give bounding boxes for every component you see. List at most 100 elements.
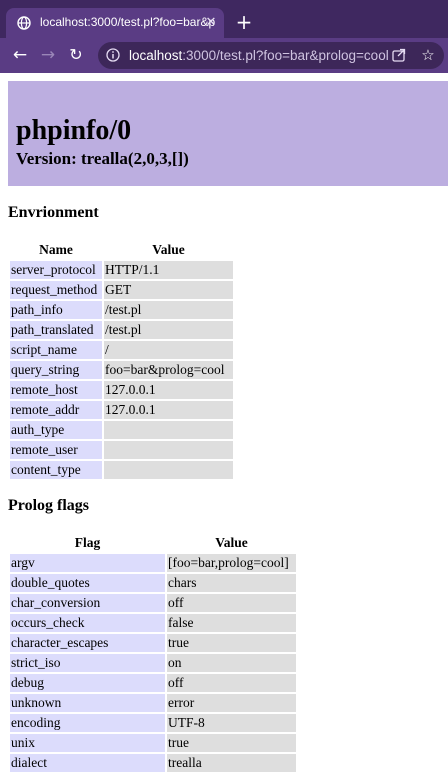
- row-value: chars: [167, 574, 296, 592]
- column-header-flag: Flag: [74, 534, 101, 550]
- tab-title: localhost:3000/test.pl?foo=bar&p: [40, 15, 216, 29]
- row-value: error: [167, 694, 296, 712]
- toolbar: ← → ↻ localhost:3000/test.pl?foo=bar&pro…: [0, 38, 448, 73]
- row-value: /test.pl: [104, 301, 233, 319]
- row-value: off: [167, 594, 296, 612]
- row-value: HTTP/1.1: [104, 261, 233, 279]
- tab-strip: localhost:3000/test.pl?foo=bar&p ✕ +: [0, 0, 448, 38]
- globe-icon: [17, 16, 31, 30]
- row-key: server_protocol: [10, 261, 102, 279]
- row-value: 127.0.0.1: [104, 381, 233, 399]
- row-key: unknown: [10, 694, 165, 712]
- table-row: auth_type: [10, 421, 233, 439]
- info-icon[interactable]: [106, 48, 120, 62]
- back-icon[interactable]: ←: [12, 45, 28, 65]
- row-key: request_method: [10, 281, 102, 299]
- row-key: strict_iso: [10, 654, 165, 672]
- row-value: true: [167, 734, 296, 752]
- row-key: auth_type: [10, 421, 102, 439]
- column-header-value: Value: [152, 241, 185, 257]
- row-key: content_type: [10, 461, 102, 479]
- page-content: phpinfo/0 Version: trealla(2,0,3,[]) Env…: [8, 73, 448, 776]
- row-value: /test.pl: [104, 321, 233, 339]
- url-path: :3000/test.pl?foo=bar&prolog=cool: [182, 48, 389, 63]
- close-icon[interactable]: ✕: [205, 15, 217, 30]
- share-icon[interactable]: [391, 47, 407, 63]
- row-key: occurs_check: [10, 614, 165, 632]
- reload-icon[interactable]: ↻: [69, 45, 83, 64]
- row-key: character_escapes: [10, 634, 165, 652]
- table-header-row: Flag Value: [10, 533, 296, 552]
- column-header-value: Value: [215, 534, 248, 550]
- page-title: phpinfo/0: [16, 115, 132, 146]
- table-row: script_name/: [10, 341, 233, 359]
- row-value: 127.0.0.1: [104, 401, 233, 419]
- row-value: [104, 421, 233, 439]
- row-key: argv: [10, 554, 165, 572]
- url-host: localhost: [129, 48, 183, 63]
- row-key: path_translated: [10, 321, 102, 339]
- browser-chrome: localhost:3000/test.pl?foo=bar&p ✕ + ← →…: [0, 0, 448, 73]
- address-bar[interactable]: localhost:3000/test.pl?foo=bar&prolog=co…: [98, 42, 444, 69]
- table-row: remote_user: [10, 441, 233, 459]
- row-key: script_name: [10, 341, 102, 359]
- bookmark-star-icon[interactable]: ☆: [421, 46, 435, 64]
- row-value: true: [167, 634, 296, 652]
- row-value: off: [167, 674, 296, 692]
- row-key: remote_host: [10, 381, 102, 399]
- new-tab-icon[interactable]: +: [235, 10, 253, 34]
- row-key: unix: [10, 734, 165, 752]
- row-value: foo=bar&prolog=cool: [104, 361, 233, 379]
- row-key: query_string: [10, 361, 102, 379]
- row-value: trealla: [167, 754, 296, 772]
- row-key: dialect: [10, 754, 165, 772]
- row-value: [104, 441, 233, 459]
- table-row: argv[foo=bar,prolog=cool]: [10, 554, 296, 572]
- environment-heading: Envrionment: [8, 204, 99, 221]
- prolog-flags-heading: Prolog flags: [8, 497, 90, 514]
- browser-tab[interactable]: localhost:3000/test.pl?foo=bar&p ✕: [6, 8, 224, 38]
- url-text[interactable]: localhost:3000/test.pl?foo=bar&prolog=co…: [129, 48, 389, 64]
- row-value: /: [104, 341, 233, 359]
- prolog-flags-table: Flag Value argv[foo=bar,prolog=cool]doub…: [8, 531, 298, 774]
- row-key: remote_addr: [10, 401, 102, 419]
- table-row: path_info/test.pl: [10, 301, 233, 319]
- row-value: UTF-8: [167, 714, 296, 732]
- forward-icon[interactable]: →: [40, 45, 56, 65]
- row-value: GET: [104, 281, 233, 299]
- row-value: on: [167, 654, 296, 672]
- row-value: false: [167, 614, 296, 632]
- version-label: Version: trealla(2,0,3,[]): [16, 149, 189, 168]
- row-key: double_quotes: [10, 574, 165, 592]
- row-key: char_conversion: [10, 594, 165, 612]
- table-row: path_translated/test.pl: [10, 321, 233, 339]
- table-row: content_type: [10, 461, 233, 479]
- row-key: debug: [10, 674, 165, 692]
- row-key: remote_user: [10, 441, 102, 459]
- table-header-row: Name Value: [10, 240, 233, 259]
- row-key: path_info: [10, 301, 102, 319]
- row-key: encoding: [10, 714, 165, 732]
- row-value: [104, 461, 233, 479]
- header-banner: phpinfo/0 Version: trealla(2,0,3,[]): [8, 81, 448, 186]
- column-header-name: Name: [39, 241, 73, 257]
- row-value: [foo=bar,prolog=cool]: [167, 554, 296, 572]
